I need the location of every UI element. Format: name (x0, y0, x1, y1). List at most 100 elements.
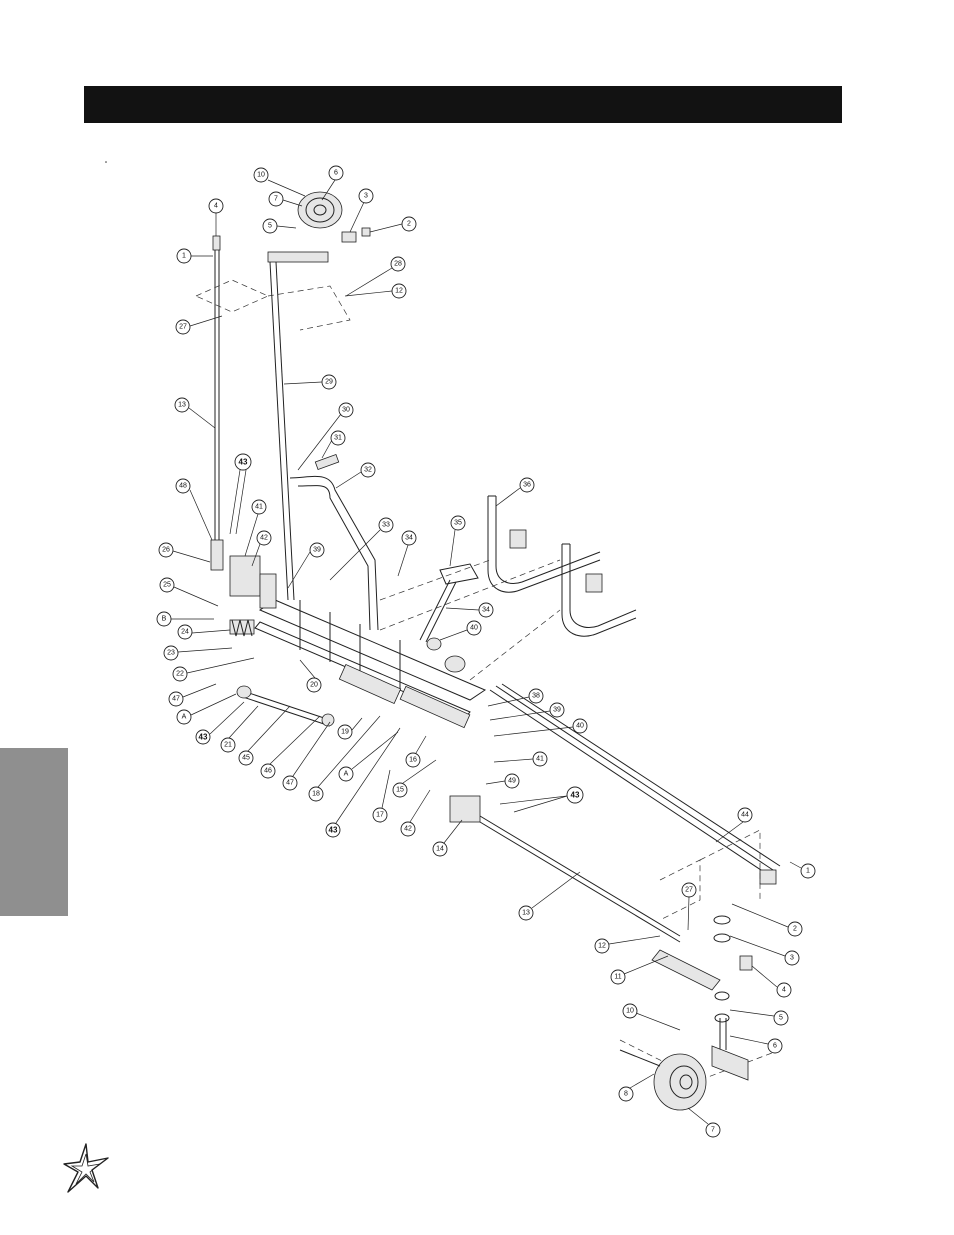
callout-10: 10 (253, 167, 306, 197)
svg-text:49: 49 (508, 778, 516, 785)
callout-33: 33 (329, 517, 394, 581)
callout-5: 5 (262, 218, 297, 234)
callout-34b: 34 (445, 602, 494, 618)
callout-15: 15 (392, 759, 437, 798)
svg-text:8: 8 (624, 1091, 628, 1098)
spring (231, 619, 253, 637)
svg-text:35: 35 (454, 520, 462, 527)
callout-10b: 10 (622, 1003, 681, 1031)
svg-text:42: 42 (404, 826, 412, 833)
callout-32: 32 (335, 462, 376, 489)
svg-text:12: 12 (395, 288, 403, 295)
svg-text:43: 43 (571, 791, 580, 800)
svg-text:3: 3 (364, 193, 368, 200)
pedal-linkage (419, 563, 479, 673)
callout-45: 45 (238, 705, 291, 766)
svg-text:A: A (344, 771, 349, 778)
svg-text:24: 24 (181, 629, 189, 636)
callout-42a: 42 (251, 530, 272, 567)
callout-18: 18 (308, 715, 381, 802)
curved-lever (289, 453, 379, 631)
svg-text:11: 11 (614, 974, 621, 981)
svg-text:27: 27 (179, 324, 187, 331)
callout-47b: 47 (282, 721, 331, 791)
callout-19: 19 (337, 717, 363, 740)
svg-text:7: 7 (274, 196, 278, 203)
callout-17: 17 (372, 769, 391, 823)
callout-7: 7 (268, 191, 303, 207)
callout-7b: 7 (687, 1107, 721, 1138)
guide-outline-2 (267, 285, 351, 331)
lower-caster (619, 915, 753, 1111)
callout-43a: 43 (229, 453, 252, 535)
callout-44: 44 (715, 807, 753, 843)
callout-20: 20 (299, 659, 322, 693)
svg-text:17: 17 (376, 812, 384, 819)
callout-41a: 41 (244, 499, 267, 557)
callout-25: 25 (159, 577, 219, 607)
guide-outline-4 (699, 829, 761, 900)
svg-text:40: 40 (470, 625, 478, 632)
svg-text:32: 32 (364, 467, 372, 474)
callout-4: 4 (208, 198, 224, 236)
callout-40b: 40 (493, 718, 588, 737)
callout-39b: 39 (489, 702, 565, 721)
star-burst-logo-icon (63, 1143, 109, 1193)
svg-text:19: 19 (341, 729, 349, 736)
svg-text:29: 29 (325, 379, 333, 386)
callout-38: 38 (487, 688, 544, 707)
callout-13b: 13 (518, 871, 581, 921)
callout-B: B (156, 611, 214, 627)
callout-8: 8 (618, 1073, 655, 1102)
svg-text:38: 38 (532, 693, 540, 700)
callout-3: 3 (349, 188, 374, 233)
dashed-link-3 (469, 609, 561, 681)
callout-26: 26 (158, 542, 211, 563)
svg-text:42: 42 (260, 535, 268, 542)
svg-text:33: 33 (382, 522, 390, 529)
svg-text:21: 21 (224, 742, 232, 749)
svg-text:23: 23 (167, 650, 175, 657)
svg-text:A: A (182, 714, 187, 721)
svg-text:43: 43 (199, 733, 208, 742)
callout-1: 1 (176, 248, 213, 264)
callout-43d: 43 (499, 786, 584, 813)
callout-16: 16 (405, 735, 427, 768)
svg-text:41: 41 (255, 504, 263, 511)
svg-text:7: 7 (711, 1127, 715, 1134)
callout-24: 24 (177, 624, 231, 640)
callout-21: 21 (220, 705, 259, 753)
svg-text:41: 41 (536, 756, 544, 763)
callout-42b: 42 (400, 789, 431, 837)
stray-dot (105, 161, 107, 163)
callout-28: 28 (345, 256, 406, 297)
callout-48a: 48 (175, 478, 213, 541)
callout-29: 29 (283, 374, 337, 390)
svg-text:13: 13 (178, 402, 186, 409)
callout-12b: 12 (594, 935, 661, 954)
svg-text:43: 43 (329, 826, 338, 835)
callout-14: 14 (432, 819, 463, 857)
callout-43b: 43 (195, 701, 245, 745)
lower-bracket (651, 949, 721, 991)
u-brackets (487, 495, 637, 637)
long-lower-rod (449, 795, 681, 943)
callouts: 10 6 7 3 5 2 4 1 28 12 27 29 13 30 31 43… (156, 165, 816, 1138)
callout-11: 11 (610, 955, 669, 985)
callout-23: 23 (163, 645, 233, 661)
callout-2b: 2 (731, 903, 803, 937)
callout-4b: 4 (751, 965, 792, 998)
long-right-bar (489, 683, 781, 885)
callout-5b: 5 (729, 1009, 789, 1026)
svg-text:2: 2 (793, 926, 797, 933)
callout-46: 46 (260, 715, 321, 779)
callout-36: 36 (495, 477, 535, 507)
svg-text:1: 1 (182, 253, 186, 260)
callout-6: 6 (321, 165, 344, 201)
dashed-link-1 (379, 559, 561, 631)
svg-text:25: 25 (163, 582, 171, 589)
long-arm (269, 261, 295, 601)
svg-text:39: 39 (313, 547, 321, 554)
callout-6b: 6 (729, 1035, 783, 1054)
svg-text:10: 10 (257, 172, 265, 179)
